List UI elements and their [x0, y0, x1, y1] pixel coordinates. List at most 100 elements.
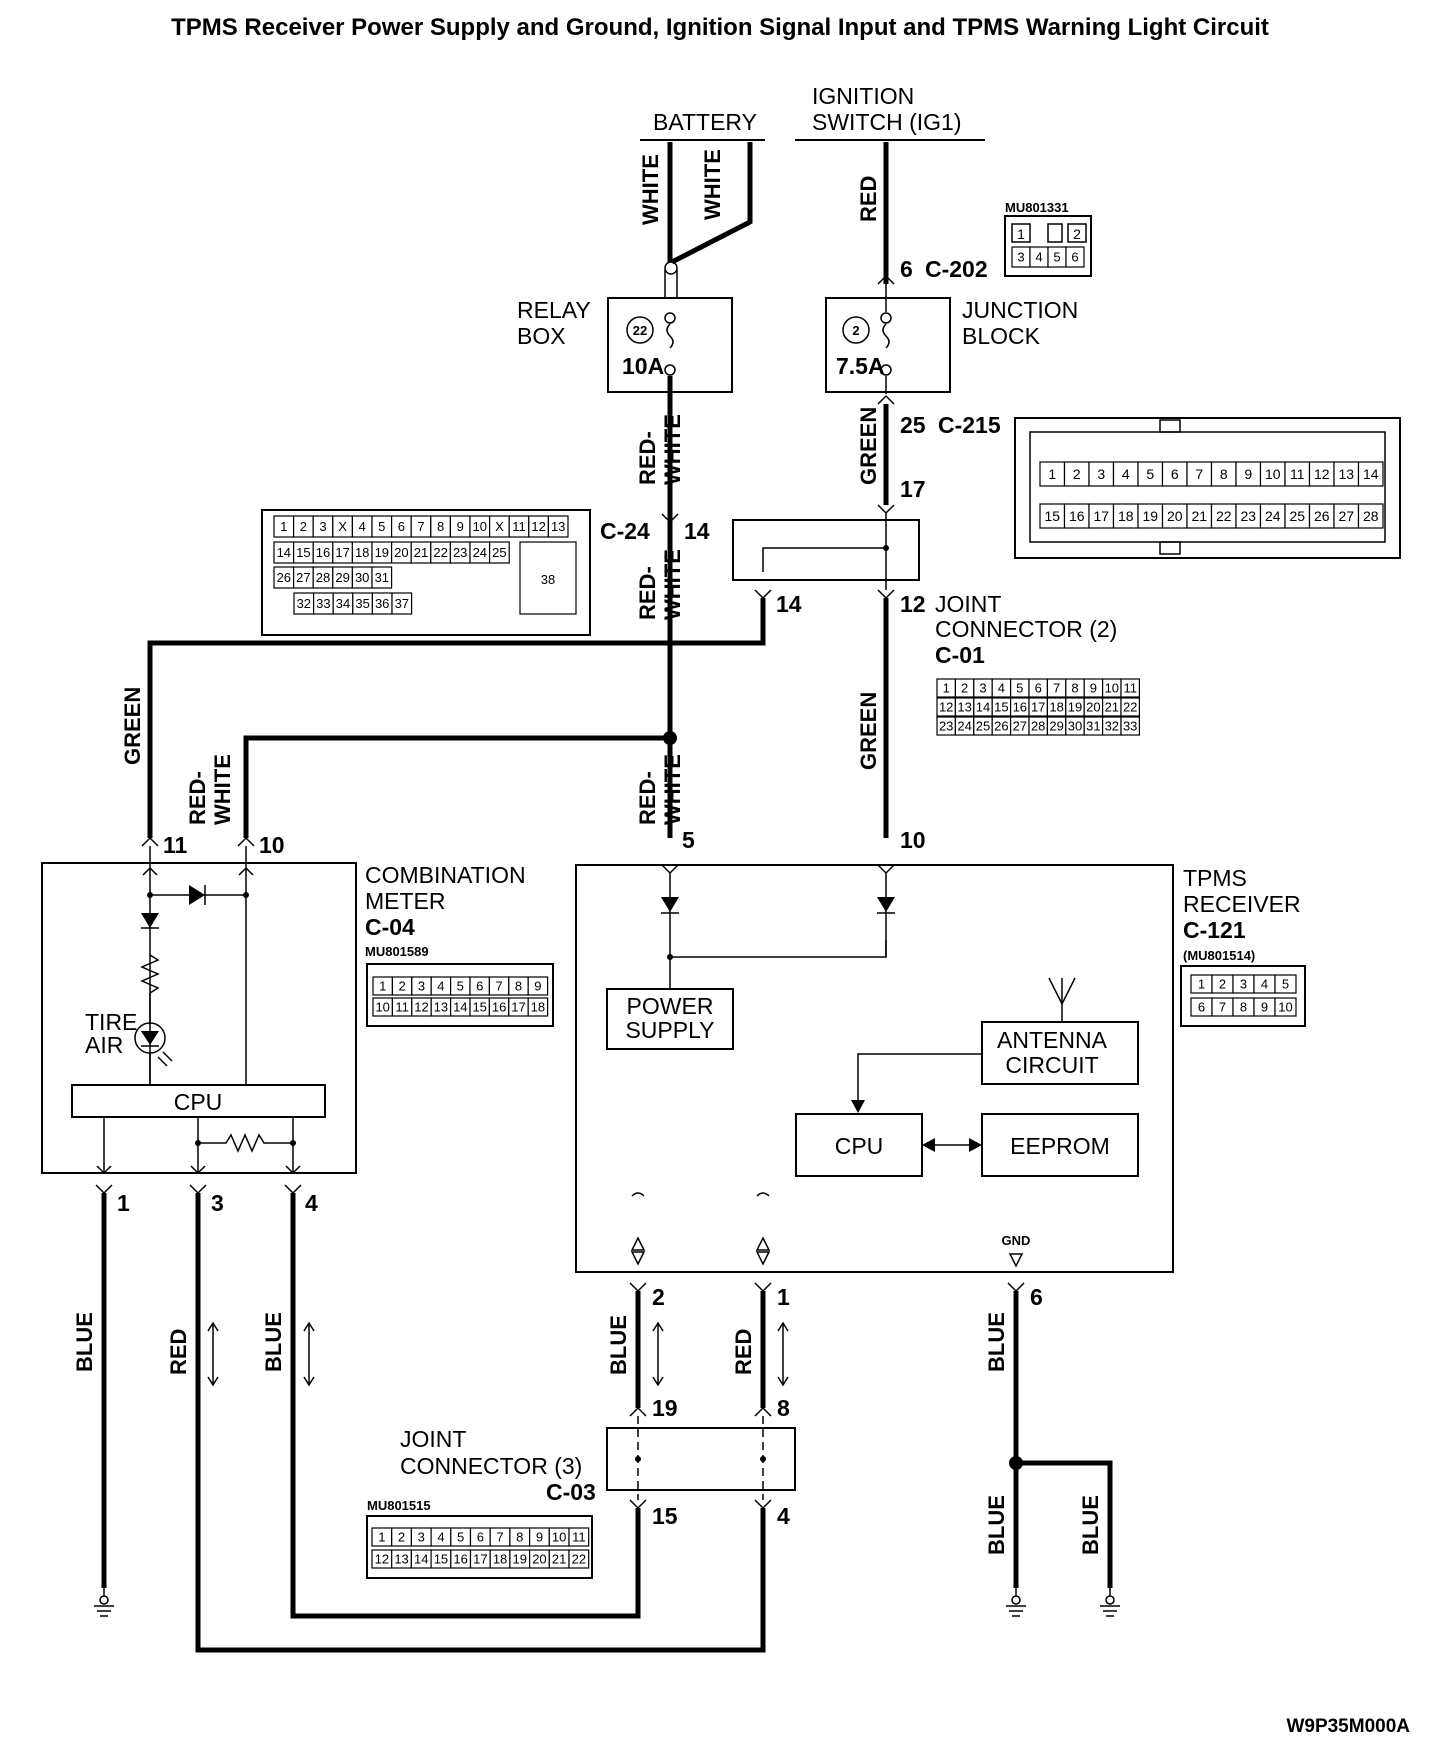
- wire-label-redwhite-3a: RED-: [185, 771, 210, 825]
- c03-pin: 1: [378, 1530, 385, 1545]
- c215-pin: 6: [1171, 466, 1179, 482]
- connector-mu801514: (MU801514): [1183, 948, 1255, 963]
- c03-pin: 11: [572, 1530, 586, 1545]
- pin-rx1: 1: [777, 1284, 790, 1310]
- c04-pin: 2: [398, 979, 405, 994]
- relay-fuse-terminal-top: [664, 312, 676, 324]
- meter-cpu-label: CPU: [174, 1089, 223, 1115]
- eeprom-block: [981, 1113, 1139, 1177]
- c03-cell: [568, 1549, 590, 1569]
- c01-pin: 1: [943, 681, 950, 696]
- joint2-label-2: CONNECTOR (2): [935, 616, 1117, 642]
- c03-pin: 12: [375, 1552, 389, 1567]
- c215-cell: [1235, 503, 1262, 529]
- wire-label-white-1: WHITE: [638, 154, 663, 225]
- tire-air-led: [141, 1031, 159, 1045]
- tire-air-label-1: TIRE: [85, 1009, 137, 1035]
- junction-label-2: BLOCK: [962, 323, 1041, 349]
- c03-pin: 17: [473, 1552, 487, 1567]
- c01-pin: 20: [1086, 700, 1100, 715]
- c01-pin: 17: [1031, 700, 1045, 715]
- c215-cell: [1063, 461, 1090, 487]
- c215-cell: [1039, 503, 1066, 529]
- junction-label-1: JUNCTION: [962, 297, 1078, 323]
- c01-pin: 25: [976, 719, 990, 734]
- joint3-label-1: JOINT: [400, 1426, 466, 1452]
- wire-label-red-ig: RED: [856, 176, 881, 222]
- wire-label-redwhite-2b: WHITE: [660, 549, 685, 620]
- figure-code: W9P35M000A: [1286, 1716, 1410, 1737]
- c01-cell: [1120, 697, 1140, 717]
- pin-c202: 6: [900, 256, 913, 282]
- c01-pin: 29: [1049, 719, 1063, 734]
- c24-pin: 17: [335, 545, 349, 560]
- c24-pin: 4: [359, 519, 366, 534]
- c215-pin: 11: [1290, 466, 1305, 482]
- wire-blue-meter-can: [290, 1193, 641, 1619]
- terminal-m3: [189, 1184, 207, 1195]
- c215-pin: 16: [1069, 508, 1085, 524]
- c04-cell: [527, 997, 549, 1017]
- c24-pin: 14: [277, 545, 291, 560]
- c121-pin: 6: [1198, 1000, 1205, 1015]
- c24-pin: 25: [492, 545, 506, 560]
- ignition-label-2: SWITCH (IG1): [812, 109, 962, 135]
- c01-pin: 14: [976, 700, 990, 715]
- bidirectional-arrow-icon: [303, 1321, 315, 1387]
- terminal-m4: [284, 1184, 302, 1195]
- c24-pin: 23: [453, 545, 467, 560]
- relay-box-label-1: RELAY: [517, 297, 591, 323]
- rx-cpu-block: [795, 1113, 923, 1177]
- c01-pin: 31: [1086, 719, 1100, 734]
- c215-pin: 7: [1195, 466, 1203, 482]
- meter-out-arrow-4: [285, 1165, 301, 1175]
- c215-cell: [1259, 461, 1286, 487]
- c24-pin: 30: [355, 570, 369, 585]
- meter-in-arrow-11: [142, 866, 158, 876]
- c215-pin: 19: [1142, 508, 1158, 524]
- pin-j2-left: 14: [776, 591, 802, 617]
- c24-pin: 19: [375, 545, 389, 560]
- wire-label-redwhite-4a: RED-: [635, 771, 660, 825]
- c215-cell: [1186, 461, 1213, 487]
- junction-fuse-terminal-bottom: [880, 364, 892, 376]
- c215-cell: [1137, 461, 1164, 487]
- c24-cell: [391, 592, 413, 615]
- c04-pin: 12: [414, 1000, 428, 1015]
- c202-pin-1: 1: [1017, 226, 1025, 242]
- rx-or-bus: [670, 940, 887, 958]
- pin-j2-right: 12: [900, 591, 926, 617]
- joint-3-node: [635, 1456, 641, 1462]
- pin-m1: 1: [117, 1190, 130, 1216]
- tpms-label-1: TPMS: [1183, 865, 1247, 891]
- c215-pin: 21: [1191, 508, 1207, 524]
- c04-pin: 1: [379, 979, 386, 994]
- c03-pin: 22: [572, 1552, 586, 1567]
- connector-c215: C-215: [938, 412, 1001, 438]
- c215-pin: 22: [1216, 508, 1232, 524]
- c215-pin: 13: [1338, 466, 1354, 482]
- led-ray-icon: [162, 1051, 173, 1062]
- c202-pin: 5: [1053, 250, 1060, 265]
- antenna-to-cpu-line: [857, 1053, 982, 1100]
- c215-cell: [1186, 503, 1213, 529]
- c24-pin: 9: [457, 519, 464, 534]
- c24-pin: 16: [316, 545, 330, 560]
- c215-pin: 27: [1338, 508, 1354, 524]
- c04-pin: 9: [534, 979, 541, 994]
- c01-pin: 9: [1090, 681, 1097, 696]
- rx-diode-pwr: [661, 897, 679, 912]
- terminal-j3-15: [629, 1499, 647, 1510]
- c01-cell: [1120, 678, 1140, 698]
- c215-pin: 1: [1048, 466, 1056, 482]
- terminal-j2-left: [754, 589, 772, 600]
- power-supply-block: [606, 988, 734, 1050]
- c24-pin: 7: [417, 519, 424, 534]
- rx-cpu-label: CPU: [835, 1133, 884, 1159]
- connector-face-c215: [1014, 417, 1401, 559]
- c24-pin: 22: [433, 545, 447, 560]
- meter-out-arrow-1: [96, 1165, 112, 1175]
